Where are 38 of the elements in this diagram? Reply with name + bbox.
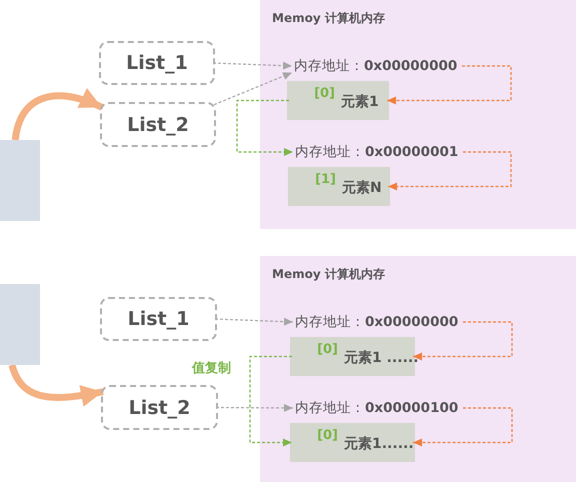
index-label: [0] — [316, 342, 338, 357]
panel-title: Memoy 计算机内存 — [272, 266, 385, 283]
element-box — [287, 81, 389, 120]
curved-arrow — [8, 364, 104, 407]
panel-title: Memoy 计算机内存 — [272, 10, 385, 27]
address-label: 内存地址：0x00000000 — [290, 55, 464, 77]
edge-label: 值复制 — [192, 359, 231, 377]
arrow — [388, 151, 512, 190]
element-label: 元素1 ...... — [344, 349, 419, 367]
arrow — [212, 62, 292, 70]
index-label: [1] — [314, 172, 336, 187]
arrow — [387, 65, 512, 104]
element-label: 元素1...... — [344, 435, 414, 453]
list-box: List_2 — [100, 102, 216, 147]
arrow — [214, 318, 294, 326]
arrow — [249, 356, 292, 446]
address-label: 内存地址：0x00000100 — [291, 397, 465, 419]
list-box: List_1 — [100, 297, 217, 341]
list-box: List_2 — [101, 385, 218, 430]
arrow — [214, 72, 292, 106]
arrow — [413, 321, 513, 360]
address-label: 内存地址：0x00000001 — [291, 141, 465, 163]
element-box — [290, 423, 415, 462]
address-label: 内存地址：0x00000000 — [291, 311, 465, 333]
curved-arrow — [12, 88, 104, 141]
object-block — [0, 284, 40, 365]
object-block — [0, 140, 40, 221]
index-label: [0] — [316, 428, 338, 443]
arrow — [413, 407, 513, 446]
element-label: 元素1 — [341, 93, 379, 111]
index-label: [0] — [313, 86, 335, 101]
arrow — [216, 404, 293, 412]
list-box: List_1 — [99, 41, 215, 85]
memory-panel — [260, 0, 576, 229]
element-box — [288, 167, 390, 206]
element-label: 元素N — [342, 179, 382, 197]
memory-panel — [260, 256, 576, 482]
arrow — [236, 100, 293, 156]
